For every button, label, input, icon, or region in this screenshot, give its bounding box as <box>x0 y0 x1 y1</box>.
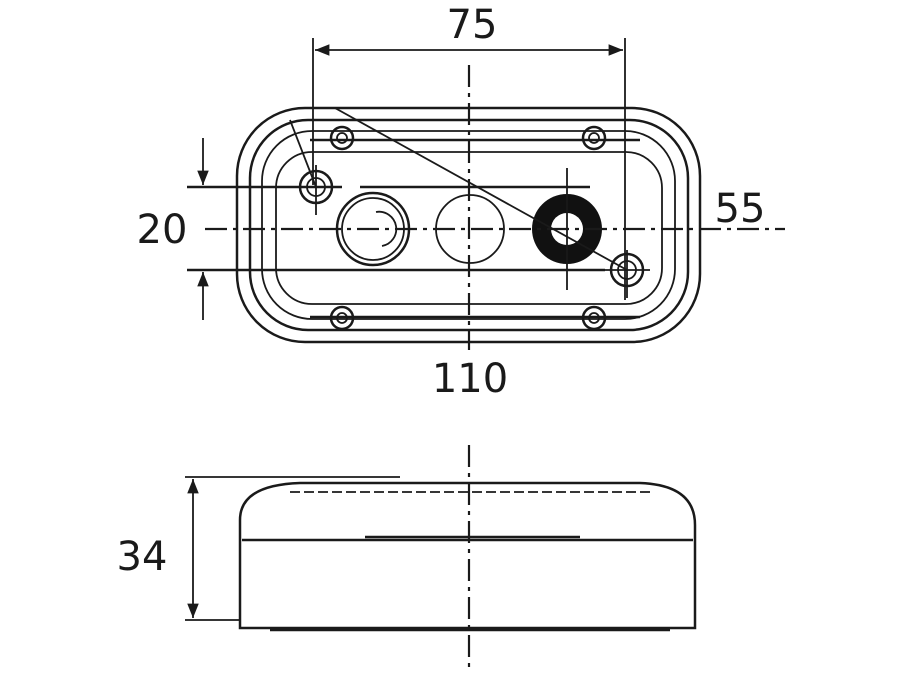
bulb-icon <box>375 210 398 247</box>
screw-icon <box>581 305 607 331</box>
dim-label-55: 55 <box>715 186 766 232</box>
leader-line <box>289 119 317 188</box>
screw-icon <box>329 125 355 151</box>
screw-icon <box>588 132 600 144</box>
screw-icon <box>588 312 600 324</box>
dim-label-20: 20 <box>137 207 188 253</box>
dim-label-75: 75 <box>447 2 498 48</box>
dim-label-34: 34 <box>117 534 168 580</box>
screw-icon <box>581 125 607 151</box>
dim-label-110: 110 <box>432 356 508 402</box>
screw-icon <box>336 312 348 324</box>
top-view: 75 20 55 110 <box>137 2 785 402</box>
side-view: 34 <box>117 445 697 672</box>
screw-icon <box>336 132 348 144</box>
diagonal-line <box>334 107 628 271</box>
screw-icon <box>329 305 355 331</box>
side-body-outline <box>238 481 697 630</box>
screw-holes <box>329 125 607 331</box>
